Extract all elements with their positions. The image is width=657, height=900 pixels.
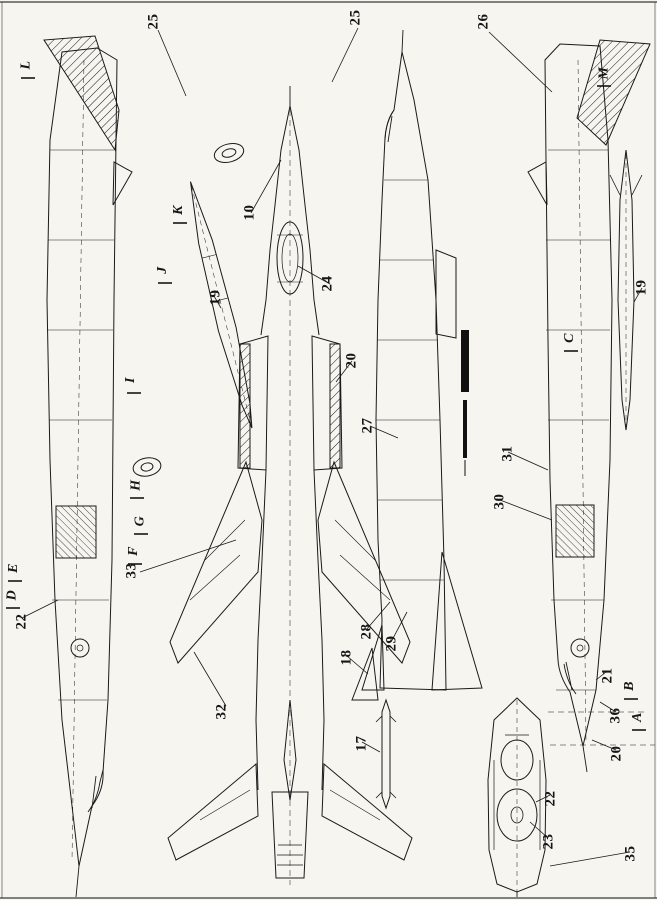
side-view-right (528, 40, 650, 772)
drop-tank-left (182, 179, 261, 430)
section-ticks (6, 78, 646, 730)
side-view-left (44, 36, 132, 897)
scale-bar (461, 330, 469, 476)
missile-right (610, 150, 642, 430)
side-view-inboard (352, 30, 482, 808)
datum-lines (548, 712, 655, 745)
roundel-marks (132, 140, 246, 478)
plan-view-top (168, 86, 412, 885)
leader-lines (22, 28, 642, 866)
front-view (488, 698, 546, 897)
